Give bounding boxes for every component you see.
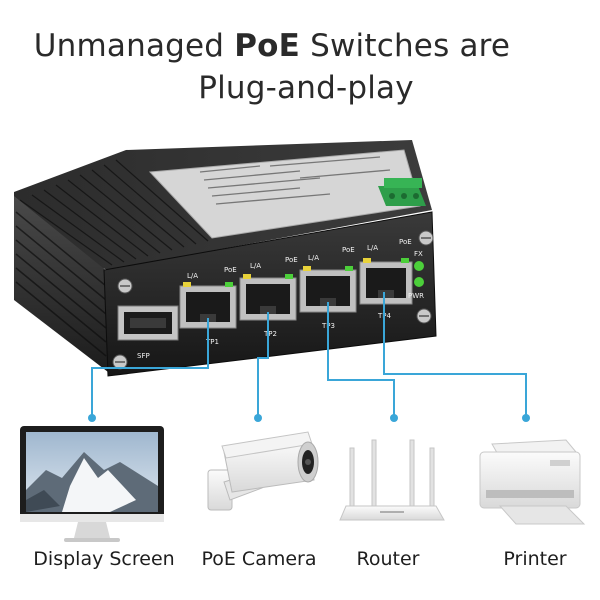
pwr-led	[414, 277, 424, 287]
rj45-port-2	[239, 274, 297, 321]
port1-la-label: L/A	[187, 272, 198, 280]
poe-switch: SFP L/A PoE L/A PoE	[14, 140, 437, 377]
port-label-tp1: TP1	[205, 338, 219, 346]
sfp-port	[117, 305, 179, 341]
router-icon	[339, 439, 445, 521]
printer-icon	[479, 439, 586, 525]
fx-label: FX	[414, 250, 423, 258]
port2-la-label: L/A	[250, 262, 261, 270]
connection-endpoints	[88, 414, 530, 422]
device-label-printer: Printer	[503, 548, 567, 570]
port3-la-label: L/A	[308, 254, 319, 262]
camera-icon	[207, 431, 319, 511]
device-label-router: Router	[356, 548, 420, 570]
sfp-label: SFP	[137, 352, 150, 360]
device-label-poe-camera: PoE Camera	[201, 548, 317, 570]
headline-line-2: Plug-and-play	[198, 70, 414, 106]
port3-poe-label: PoE	[342, 246, 355, 254]
device-label-display-screen: Display Screen	[33, 548, 175, 570]
power-terminal-block	[378, 178, 426, 206]
port2-poe-label: PoE	[285, 256, 298, 264]
port4-la-label: L/A	[367, 244, 378, 252]
monitor-icon	[20, 426, 164, 542]
port1-poe-label: PoE	[224, 266, 237, 274]
port4-poe-label: PoE	[399, 238, 412, 246]
headline-line-1: Unmanaged PoE Switches are	[33, 28, 511, 64]
port-label-tp2: TP2	[263, 330, 277, 338]
fx-led	[414, 261, 424, 271]
connection-lines	[91, 292, 527, 416]
rj45-port-4	[359, 258, 413, 305]
pwr-label: PWR	[408, 292, 424, 300]
